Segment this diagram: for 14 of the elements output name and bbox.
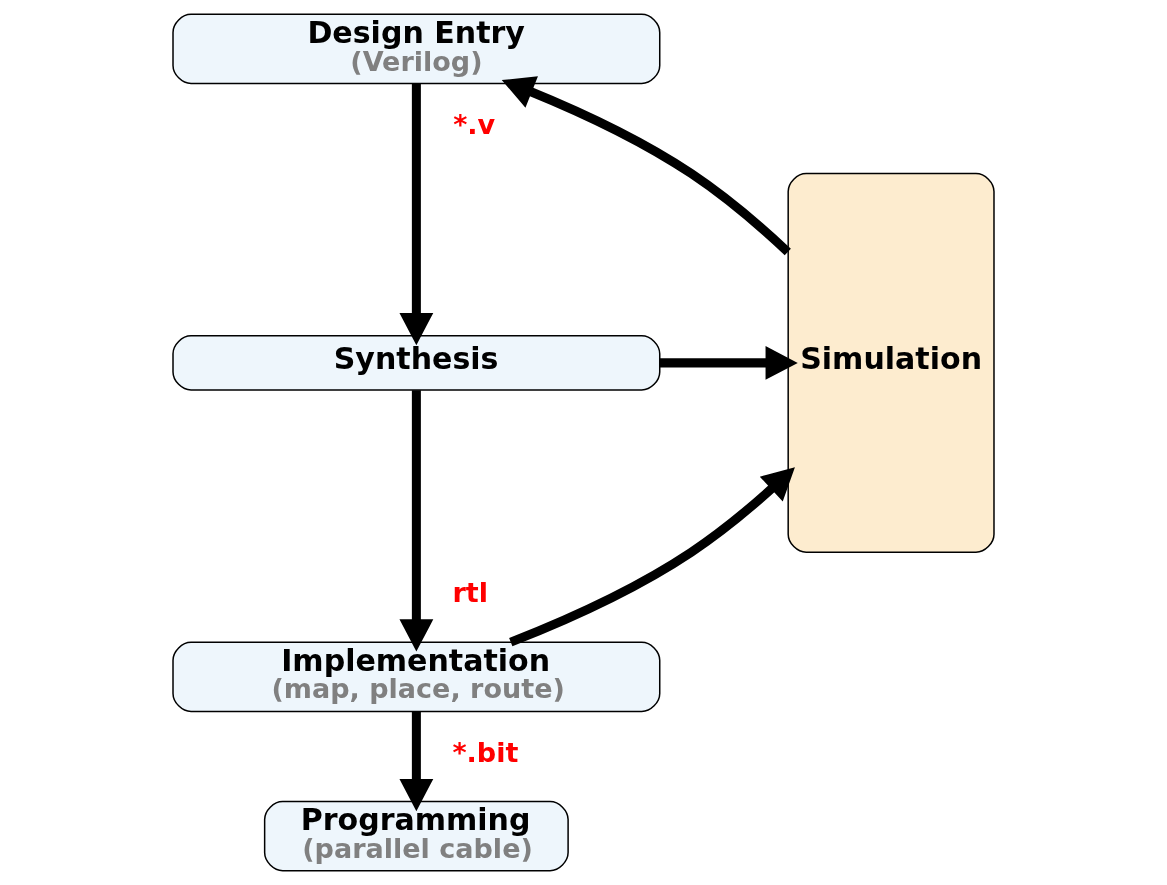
node-box: Design Entry (Verilog) [172,13,661,85]
node-box: Programming (parallel cable) [263,800,569,872]
arrow [399,711,434,812]
arrow [399,390,434,652]
arrow [509,467,795,647]
node-box: Simulation [787,172,995,553]
arrow [659,345,798,380]
node-box: Implementation (map, place, route) [172,641,661,713]
node-box: Synthesis [172,335,661,391]
edge-label: *.v [453,108,496,140]
arrow [501,76,791,256]
edge-label: *.bit [452,736,519,768]
arrow [399,83,434,346]
edge-label: rtl [452,577,488,609]
